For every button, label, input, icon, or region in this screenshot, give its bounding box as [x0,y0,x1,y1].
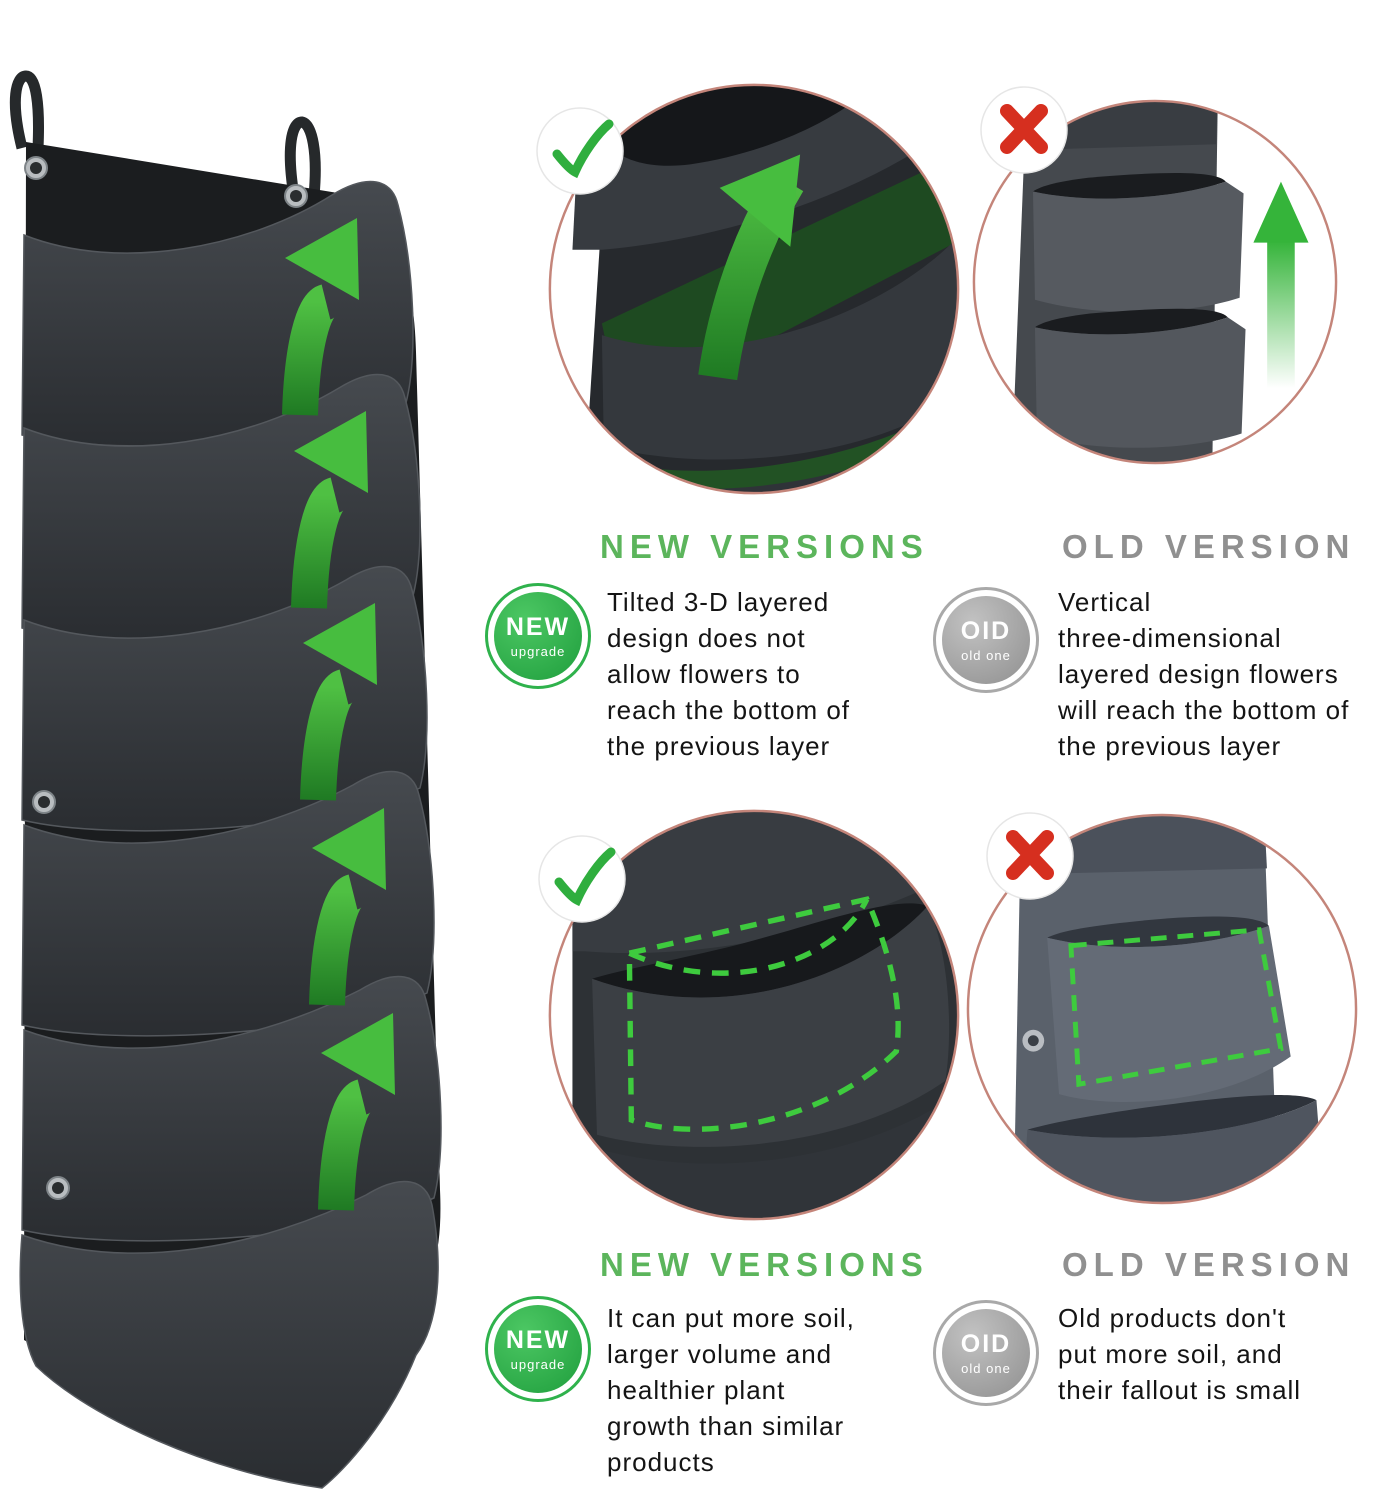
hanging-loop [9,70,44,150]
new-version-description-bottom: It can put more soil, larger volume and … [607,1300,855,1480]
old-one-badge-bottom: OID old one [933,1300,1039,1406]
old-version-description-bottom: Old products don't put more soil, and th… [1058,1300,1301,1408]
badge-text: NEW [505,1326,571,1354]
badge-text: OID [960,1330,1012,1358]
text-line: layered design flowers [1058,659,1339,689]
cross-icon [979,85,1069,175]
grommet [46,1176,70,1200]
up-arrow-icon [300,603,377,801]
new-upgrade-badge-bottom: NEW upgrade [485,1296,591,1402]
text-line: healthier plant [607,1375,786,1405]
hanging-loop [284,116,321,197]
old-version-description-top: Vertical three-dimensional layered desig… [1058,584,1349,764]
badge-subtext: upgrade [510,1357,566,1372]
text-line: Old products don't [1058,1303,1287,1333]
cross-icon [985,811,1075,901]
text-line: Vertical [1058,587,1152,617]
grommet [32,790,56,814]
text-line: allow flowers to [607,659,801,689]
up-arrow-icon [309,808,386,1006]
volume-dashed-outline [1068,927,1284,1088]
badge-text: OID [960,617,1012,645]
up-arrow-icons [282,218,395,1211]
old-version-heading-bottom: OLD VERSION [1062,1246,1356,1283]
text-line: put more soil, and [1058,1339,1283,1369]
photo-old-vertical-design [970,86,1340,467]
up-arrow-icon [291,411,368,609]
text-line: will reach the bottom of [1058,695,1350,725]
hanging-planter-photo [9,70,442,1489]
text-line: growth than similar [607,1411,845,1441]
badge-subtext: upgrade [510,644,566,659]
text-line: three-dimensional [1058,623,1282,653]
new-versions-heading-top: NEW VERSIONS [600,528,929,565]
text-line: their fallout is small [1058,1375,1302,1405]
text-line: design does not [607,623,806,653]
grommets [24,156,308,1200]
up-arrow-icon [698,154,804,381]
old-version-heading-top: OLD VERSION [1062,528,1356,565]
text-line: products [607,1447,715,1477]
grommet [24,156,48,180]
text-line: the previous layer [1058,731,1282,761]
planter-bottom-pocket [19,1180,439,1489]
grommet [284,184,308,208]
photo-old-small-volume [964,811,1360,1207]
badge-text: NEW [505,613,571,641]
badge-subtext: old one [961,648,1011,663]
check-icon [537,834,627,924]
photo-new-tilted-design [536,78,965,500]
new-version-description-top: Tilted 3-D layered design does not allow… [607,584,850,764]
badge-subtext: old one [961,1361,1011,1376]
text-line: larger volume and [607,1339,833,1369]
photo-new-large-volume [538,804,965,1226]
grommet [1022,1029,1045,1052]
new-upgrade-badge-top: NEW upgrade [485,583,591,689]
volume-dashed-outline [626,896,901,1132]
text-line: Tilted 3-D layered [607,587,830,617]
text-line: the previous layer [607,731,831,761]
up-arrow-icon [318,1013,395,1211]
up-arrow-icon [282,218,359,416]
new-versions-heading-bottom: NEW VERSIONS [600,1246,929,1283]
text-line: It can put more soil, [607,1303,855,1333]
old-one-badge-top: OID old one [933,587,1039,693]
check-icon [535,106,625,196]
up-arrow-icon [1253,181,1309,389]
text-line: reach the bottom of [607,695,851,725]
